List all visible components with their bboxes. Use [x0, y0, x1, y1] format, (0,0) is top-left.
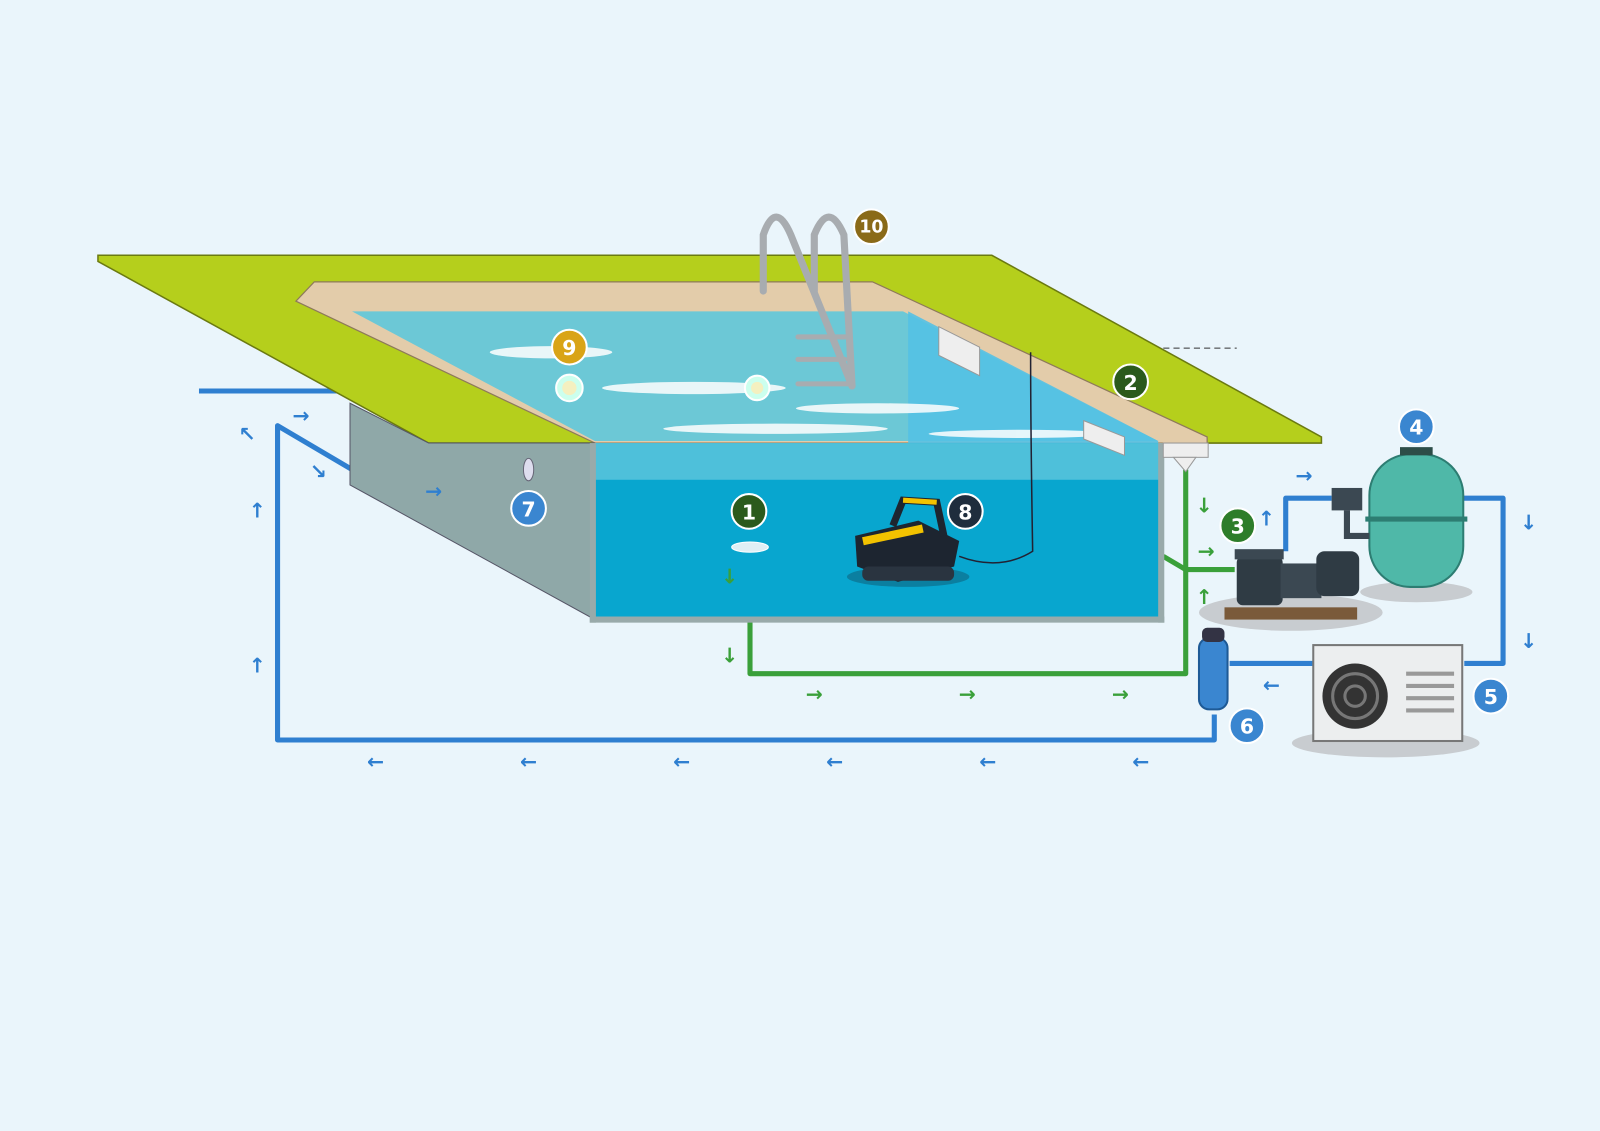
flow-arrow-icon: ↓ — [721, 565, 738, 589]
marker-number: 9 — [562, 336, 576, 360]
flow-arrow-icon: ← — [979, 749, 996, 773]
marker-number: 10 — [859, 218, 883, 238]
flow-arrow-icon: ↓ — [1520, 511, 1537, 535]
marker-number: 1 — [742, 500, 756, 524]
flow-arrow-icon: ↑ — [249, 654, 266, 678]
flow-arrow-icon: ← — [520, 749, 537, 773]
flow-arrow-icon: ← — [826, 749, 843, 773]
marker-circle — [1219, 507, 1257, 545]
marker-return-inlet: 7 — [510, 489, 547, 527]
flow-arrow-icon: → — [1198, 539, 1215, 563]
marker-circle — [946, 493, 984, 530]
marker-pool-lights: 9 — [551, 328, 588, 366]
marker-number: 5 — [1484, 685, 1498, 709]
flow-arrow-icon: → — [959, 682, 976, 706]
marker-main-drain: 1 — [730, 493, 768, 530]
marker-circle — [551, 328, 588, 366]
marker-number: 7 — [521, 497, 535, 521]
marker-heat-pump: 5 — [1472, 677, 1510, 715]
marker-circle — [853, 208, 890, 246]
flow-arrow-icon: ↑ — [1258, 507, 1275, 531]
flow-arrow-icon: → — [1112, 682, 1129, 706]
ladder-icon — [759, 213, 856, 390]
flow-arrow-icon: ← — [1132, 749, 1149, 773]
marker-number: 2 — [1124, 371, 1138, 395]
flow-arrow-icon: ← — [673, 749, 690, 773]
flow-arrow-icon: ↓ — [1520, 629, 1537, 653]
marker-pump: 3 — [1219, 507, 1257, 545]
marker-number: 4 — [1409, 416, 1423, 440]
flow-arrow-icon: ↑ — [1196, 585, 1213, 609]
flow-arrow-icon: ← — [1263, 673, 1280, 697]
flow-arrow-icon: ↓ — [721, 643, 738, 667]
main-drain-icon — [731, 541, 769, 553]
marker-circle — [1112, 363, 1149, 401]
marker-circle — [730, 493, 768, 530]
water-upper-band — [594, 443, 1162, 480]
sand-filter-icon — [1331, 447, 1473, 603]
heat-pump-icon — [1291, 644, 1480, 758]
marker-number: 8 — [958, 500, 972, 524]
robot-cleaner-icon — [846, 352, 1034, 587]
pump-icon — [1198, 549, 1383, 631]
chlorinator-icon — [1197, 627, 1229, 711]
marker-circle — [1472, 677, 1510, 715]
pool-light-icon — [555, 373, 771, 403]
pool-wall-edge — [1158, 443, 1165, 623]
flow-arrow-icon: ↖ — [238, 422, 255, 446]
marker-ladder: 10 — [853, 208, 890, 246]
marker-circle — [1228, 707, 1266, 745]
marker-sand-filter: 4 — [1397, 408, 1435, 446]
flow-arrow-icon: ↘ — [310, 460, 327, 484]
marker-chlorinator: 6 — [1228, 707, 1266, 745]
return-inlet-icon — [522, 457, 535, 482]
flow-arrow-icon: → — [806, 682, 823, 706]
flow-arrow-icon: → — [425, 479, 442, 503]
marker-number: 3 — [1231, 515, 1245, 539]
marker-skimmer: 2 — [1112, 363, 1149, 401]
flow-arrow-icon: → — [1296, 464, 1313, 488]
marker-robot-cleaner: 8 — [946, 493, 984, 530]
flow-arrow-icon: ↑ — [249, 498, 266, 522]
flow-arrow-icon: ← — [367, 749, 384, 773]
pool-floor-edge — [589, 616, 1165, 623]
marker-number: 6 — [1240, 715, 1254, 739]
marker-circle — [1397, 408, 1435, 446]
skimmer-icon — [938, 325, 1209, 473]
suction-pipe — [747, 469, 1235, 677]
pool-wall-edge — [589, 443, 596, 623]
marker-circle — [510, 489, 547, 527]
flow-arrow-icon: ↓ — [1196, 493, 1213, 517]
flow-arrow-icon: → — [292, 404, 309, 428]
